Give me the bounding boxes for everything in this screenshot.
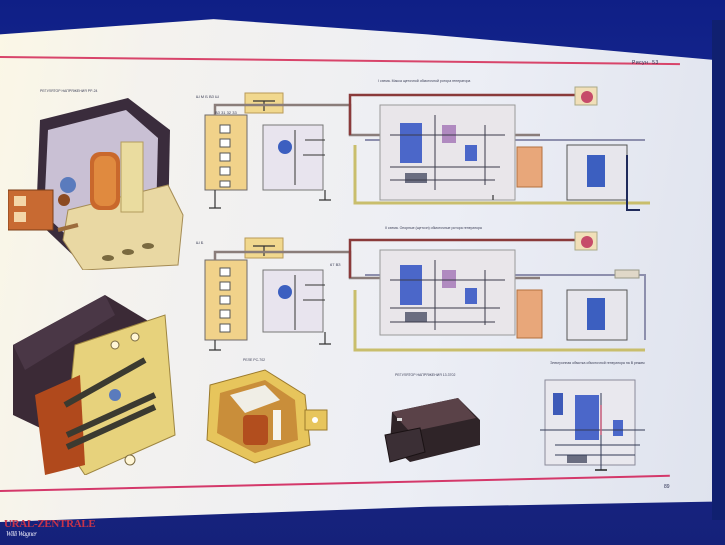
terminal-label: ВЗ xyxy=(215,110,220,115)
scheme-c-caption: Электронная обмотка обмоточной генератор… xyxy=(550,361,645,365)
scheme-b-caption: II схема. Опорные (щеточн) обмоточные ро… xyxy=(385,226,482,230)
terminal-label: 31 xyxy=(221,110,226,115)
scheme-a-terminal-labels: ВЗ 31 32 33 xyxy=(215,110,237,115)
scheme-a-caption: I схема. Масса щеточной обмоточной ротор… xyxy=(378,79,471,83)
regulator-box-illustration xyxy=(380,390,490,470)
regulator-box-caption: РЕГУЛЯТОР НАПРЯЖЕНИЯ 13.3702 xyxy=(395,373,456,377)
relay-top-caption: РЕГУЛЯТОР НАПРЯЖЕНИЯ РР-24 xyxy=(40,89,98,93)
watermark-title: URAL-ZENTRALE xyxy=(4,518,96,530)
watermark-subtitle: Willi Wagner xyxy=(6,530,37,538)
terminal-label: 32 xyxy=(226,110,232,115)
relay-small-illustration xyxy=(195,365,330,465)
scheme-a-left-labels: Ш М Б ВЗ Ш xyxy=(196,94,219,99)
terminal-label: ВЗ xyxy=(209,94,214,99)
terminal-label: Ш xyxy=(215,94,219,99)
scheme-b-wiring-diagram xyxy=(195,230,665,360)
terminal-label: Б xyxy=(200,240,204,245)
scheme-b-left-labels: Ш Б xyxy=(196,240,203,245)
terminal-label: Ш xyxy=(196,94,200,99)
relay-small-caption: РЕЛЕ РС-702 xyxy=(243,358,266,362)
terminal-label: Ш xyxy=(196,240,200,245)
scheme-b-terminal-labels: 67 ВЗ xyxy=(330,262,341,267)
figure-number-label: Рисун. 53 xyxy=(632,60,659,66)
relay-bottom-illustration xyxy=(5,285,180,475)
scheme-c-wiring-diagram xyxy=(535,375,655,475)
terminal-label: М xyxy=(200,94,205,99)
page-edge-shadow xyxy=(712,20,725,520)
terminal-label: 33 xyxy=(232,110,237,115)
scheme-a-wiring-diagram xyxy=(195,85,665,225)
terminal-label: ВЗ xyxy=(335,262,341,267)
relay-top-illustration xyxy=(8,90,193,270)
page-number: 89 xyxy=(664,484,670,490)
terminal-label: Б xyxy=(205,94,208,99)
terminal-label: 67 xyxy=(330,262,335,267)
